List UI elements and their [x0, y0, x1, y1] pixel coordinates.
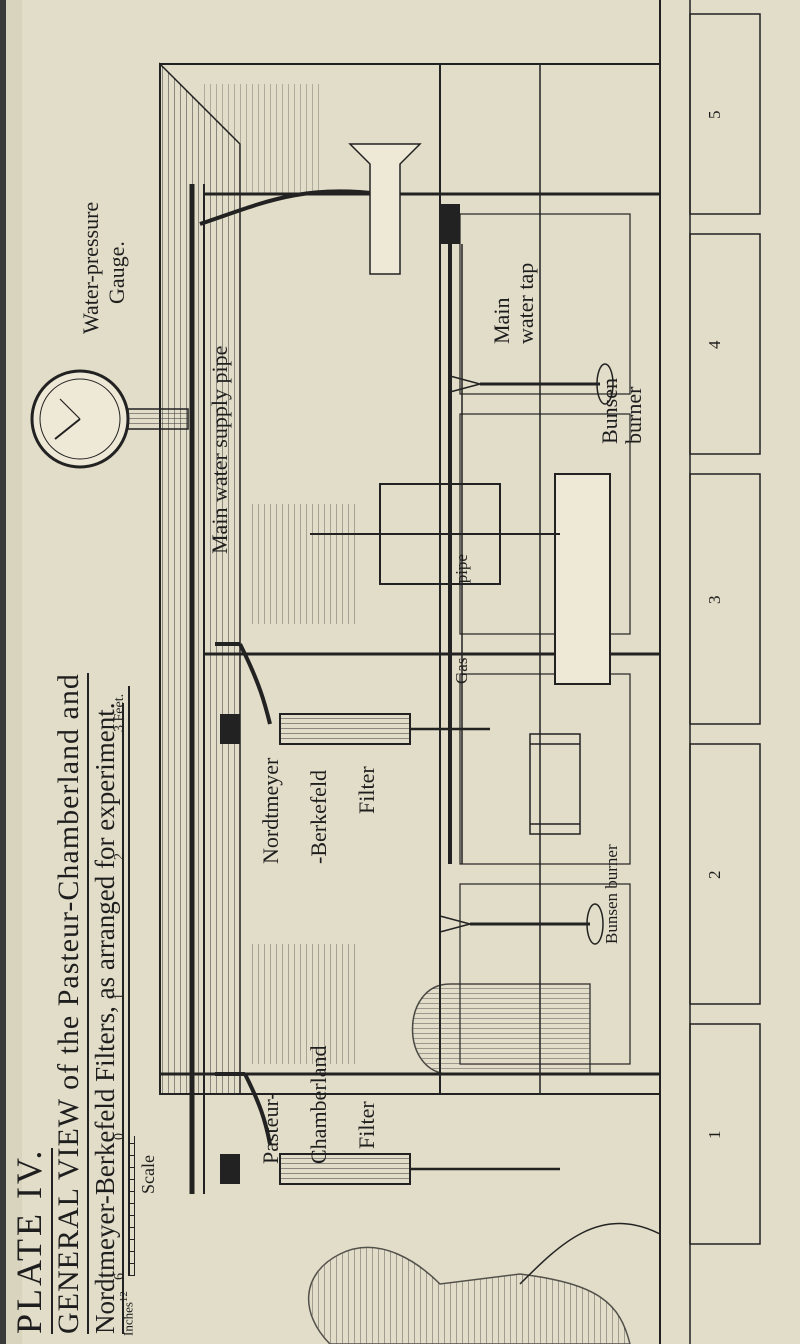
- label-bunsen-right: Bunsen burner: [597, 378, 646, 444]
- nordtmeyer-filter-body: [279, 713, 411, 745]
- drawer-mark-2: 2: [705, 870, 724, 880]
- bench-top: [159, 62, 241, 1095]
- drawer-2: [689, 743, 761, 1005]
- label-main-tap: Main water tap: [489, 262, 538, 344]
- label-pasteur-3: Filter: [354, 1101, 379, 1149]
- label-nordtmeyer-1: Nordtmeyer: [258, 757, 283, 864]
- label-main-tap-line2: water tap: [513, 262, 538, 344]
- label-gas-pipe-word1: Gas: [452, 657, 471, 684]
- drawer-5: [689, 13, 761, 215]
- drawer-mark-4: 4: [705, 340, 724, 350]
- label-main-supply-pipe: Main water supply pipe: [207, 345, 232, 554]
- label-gas-pipe-word2: pipe: [452, 554, 471, 584]
- wire-cage-flask: [411, 983, 591, 1075]
- test-tube-rack: [529, 733, 581, 835]
- label-pasteur-1: Pasteur-: [258, 1092, 283, 1164]
- sterilizer-box: [554, 473, 611, 685]
- drawer-1: [689, 1023, 761, 1245]
- drawer-mark-5: 5: [705, 110, 724, 120]
- drawer-mark-1: 1: [705, 1130, 724, 1140]
- drawer-mark-3: 3: [705, 595, 724, 605]
- seated-figure: [308, 1246, 631, 1344]
- label-pasteur-2: Chamberland: [306, 1045, 331, 1164]
- label-nordtmeyer-3: Filter: [354, 766, 379, 814]
- drawer-3: [689, 473, 761, 725]
- label-bunsen-right-line2: burner: [621, 386, 646, 444]
- pasteur-filter-body: [279, 1153, 411, 1185]
- label-gauge-line1: Water-pressure: [78, 201, 103, 334]
- label-gas-pipe: Gas pipe: [452, 554, 472, 684]
- label-nordtmeyer-2: -Berkefeld: [306, 769, 331, 864]
- label-gauge: Water-pressure Gauge.: [78, 202, 130, 334]
- drawer-4: [689, 233, 761, 455]
- label-bunsen-left: Bunsen burner: [602, 844, 621, 944]
- label-bunsen-right-line1: Bunsen: [597, 378, 622, 444]
- main-water-tap: [348, 143, 422, 275]
- label-gauge-line2: Gauge.: [104, 241, 129, 304]
- label-main-tap-line1: Main: [489, 297, 514, 344]
